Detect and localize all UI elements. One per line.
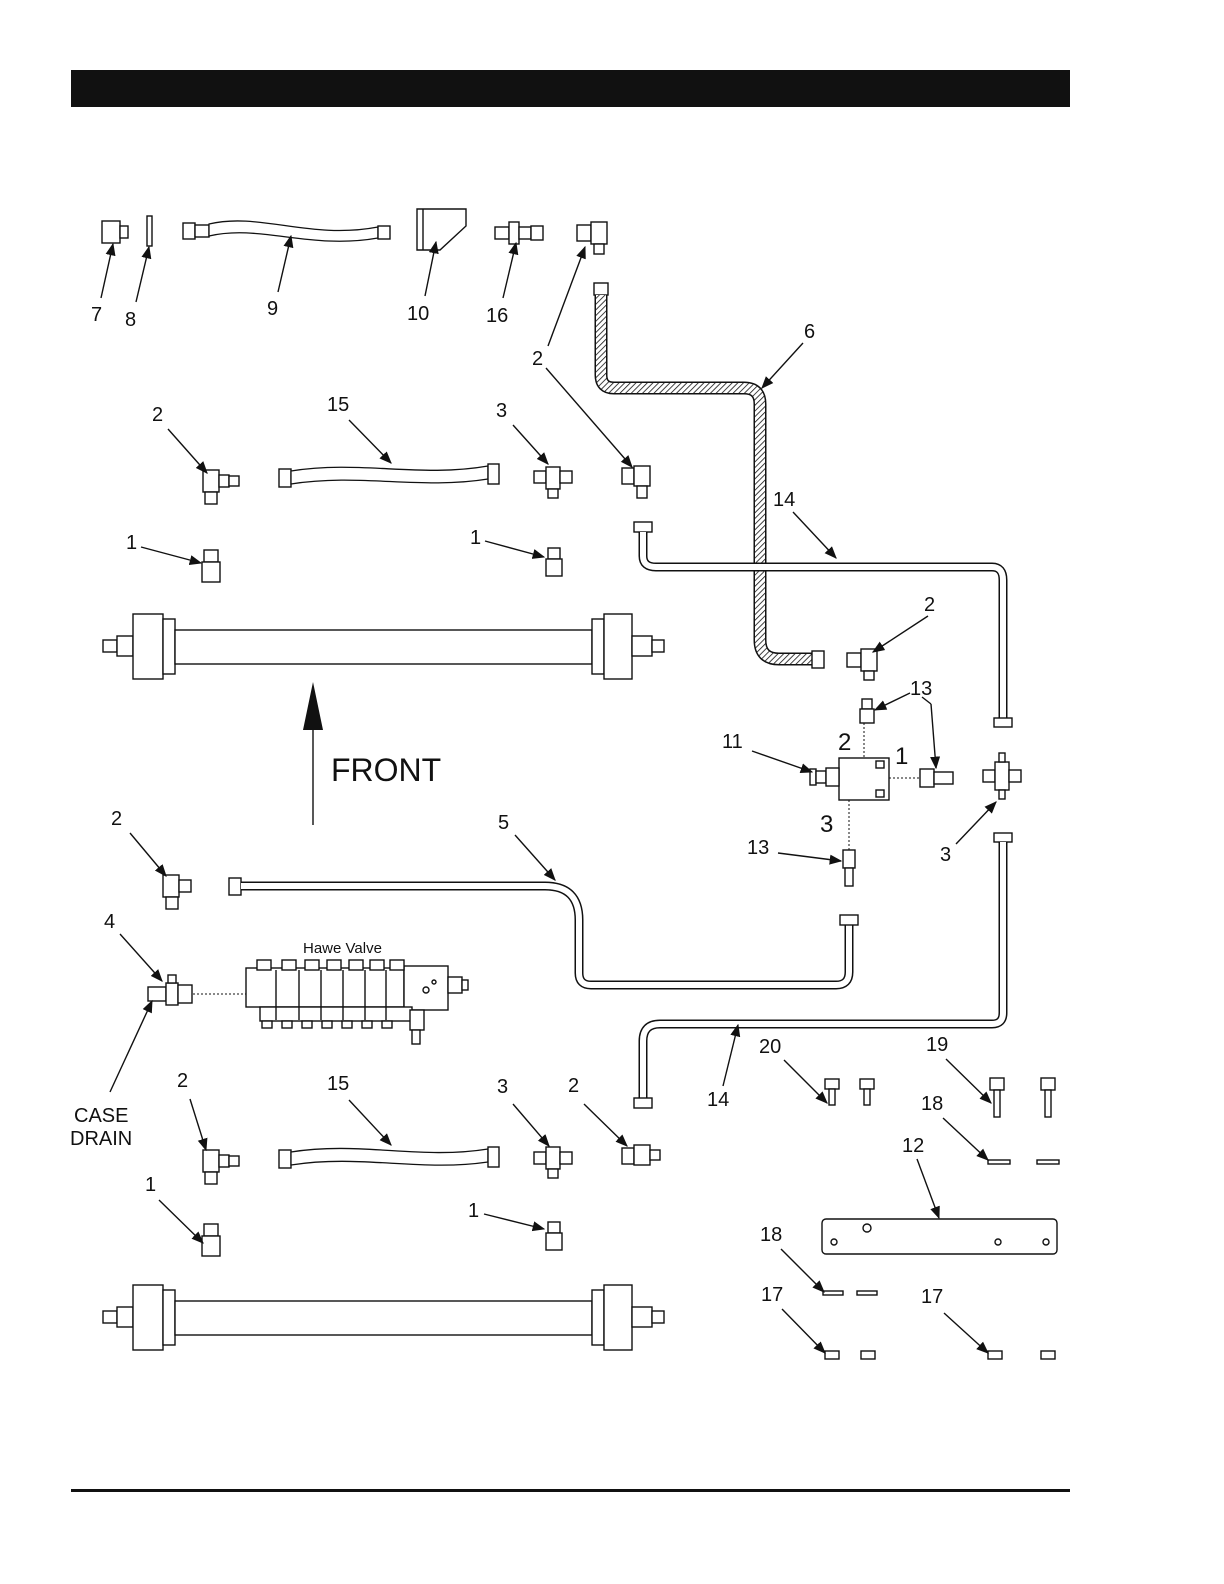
callout-2-d: 2: [111, 808, 122, 830]
part-3-tee-upper: [534, 467, 572, 498]
callout-3-c: 3: [497, 1076, 508, 1098]
part-9-hose: [183, 221, 390, 241]
part-11-needle-valve: [810, 768, 839, 786]
part-13-fitting-right: [920, 769, 953, 787]
callout-10: 10: [407, 303, 429, 325]
hawe-valve: [193, 960, 468, 1044]
callout-1-c: 1: [145, 1174, 156, 1196]
part-20-bolts: [825, 1079, 874, 1105]
callout-12: 12: [902, 1135, 924, 1157]
callout-14-a: 14: [773, 489, 795, 511]
callout-15-b: 15: [327, 1073, 349, 1095]
callout-2-c: 2: [924, 594, 935, 616]
front-label: FRONT: [331, 752, 441, 788]
callout-18-a: 18: [921, 1093, 943, 1115]
callout-6: 6: [804, 321, 815, 343]
part-16-bulkhead-union: [495, 222, 543, 244]
callout-14-b: 14: [707, 1089, 729, 1111]
part-2-elbow-right-lower: [622, 1145, 660, 1165]
part-8-washer: [147, 216, 152, 246]
callout-5: 5: [498, 812, 509, 834]
part-2-elbow-top: [577, 222, 607, 254]
port-3-label: 3: [820, 811, 833, 838]
part-7-cap: [102, 221, 128, 243]
part-18-washers-upper: [988, 1160, 1059, 1164]
callout-2-e: 2: [177, 1070, 188, 1092]
part-2-elbow-valve-area: [847, 649, 877, 680]
part-15-hose-lower: [279, 1147, 499, 1168]
part-1-fitting-right-lower: [546, 1222, 562, 1250]
callout-8: 8: [125, 309, 136, 331]
part-12-plate: [822, 1219, 1057, 1254]
callout-4: 4: [104, 911, 115, 933]
part-2-elbow-left-mid: [163, 875, 191, 909]
callout-17-a: 17: [761, 1284, 783, 1306]
front-arrow: [303, 682, 323, 825]
part-14-tube-upper: [634, 522, 1012, 727]
callout-13-a: 13: [910, 678, 932, 700]
port-2-label: 2: [838, 729, 851, 756]
callout-20: 20: [759, 1036, 781, 1058]
part-1-fitting-left-upper: [202, 550, 220, 582]
part-14-tube-lower: [634, 833, 1012, 1108]
callout-13-b: 13: [747, 837, 769, 859]
callout-3-a: 3: [496, 400, 507, 422]
callout-15-a: 15: [327, 394, 349, 416]
callout-2-b: 2: [152, 404, 163, 426]
drain-label: DRAIN: [70, 1128, 132, 1150]
callout-1-a: 1: [126, 532, 137, 554]
part-3-tee-lower: [534, 1147, 572, 1178]
case-label: CASE: [74, 1105, 128, 1127]
callout-18-b: 18: [760, 1224, 782, 1246]
callout-1-d: 1: [468, 1200, 479, 1222]
callout-19: 19: [926, 1034, 948, 1056]
callout-7: 7: [91, 304, 102, 326]
callout-11: 11: [722, 731, 743, 753]
part-13-fitting-top: [860, 699, 874, 723]
part-2-elbow-left-upper: [203, 470, 239, 504]
part-19-bolts: [990, 1078, 1055, 1117]
part-2-elbow-right-upper: [622, 466, 650, 498]
callout-2-a: 2: [532, 348, 543, 370]
part-10-bracket: [417, 209, 466, 250]
callout-17-b: 17: [921, 1286, 943, 1308]
callout-16: 16: [486, 305, 508, 327]
cylinder-lower: [103, 1285, 664, 1350]
callout-1-b: 1: [470, 527, 481, 549]
part-3-tee-right: [983, 753, 1021, 799]
part-13-fitting-bottom: [843, 850, 855, 886]
callout-9: 9: [267, 298, 278, 320]
callout-3-b: 3: [940, 844, 951, 866]
part-4-case-drain-tee: [148, 975, 192, 1005]
callout-2-f: 2: [568, 1075, 579, 1097]
hawe-valve-label: Hawe Valve: [303, 940, 382, 957]
part-17-nuts: [825, 1351, 1055, 1359]
part-1-fitting-left-lower: [202, 1224, 220, 1256]
port-1-label: 1: [895, 743, 908, 770]
part-1-fitting-right-upper: [546, 548, 562, 576]
part-15-hose-upper: [279, 464, 499, 487]
cylinder-upper: [103, 614, 664, 679]
part-18-washers-lower: [823, 1291, 877, 1295]
part-2-elbow-left-lower: [203, 1150, 239, 1184]
